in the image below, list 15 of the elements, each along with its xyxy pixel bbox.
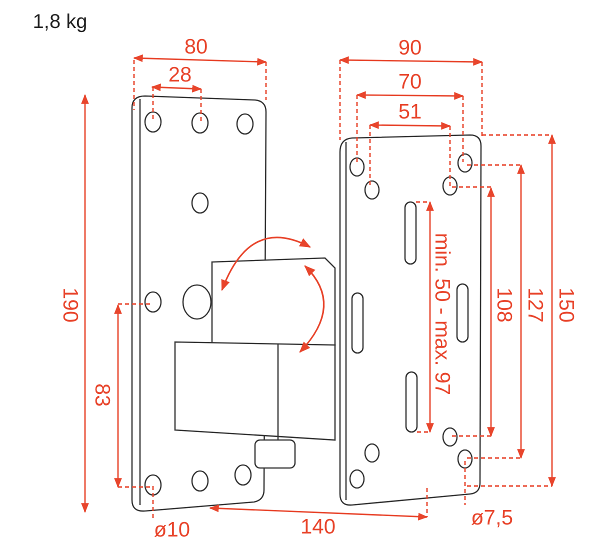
dimension-value: 108 bbox=[494, 287, 514, 323]
dimension-value: 51 bbox=[398, 102, 422, 122]
dimension-value: 140 bbox=[300, 516, 336, 538]
diameter-label: ø7,5 bbox=[470, 508, 514, 528]
dimension-value: 190 bbox=[60, 287, 80, 323]
dimension-value: 28 bbox=[168, 64, 192, 86]
dimension-value: min. 50 - max. 97 bbox=[432, 232, 452, 396]
diameter-label: ø10 bbox=[154, 520, 190, 540]
dimension-value: 150 bbox=[556, 287, 576, 323]
dimension-value: 70 bbox=[398, 72, 422, 92]
dimension-value: 80 bbox=[184, 36, 208, 58]
dimension-value: 83 bbox=[92, 383, 112, 407]
dimension-value: 90 bbox=[398, 38, 422, 58]
weight-label: 1,8 kg bbox=[32, 12, 88, 32]
dimension-value: 127 bbox=[524, 287, 546, 323]
